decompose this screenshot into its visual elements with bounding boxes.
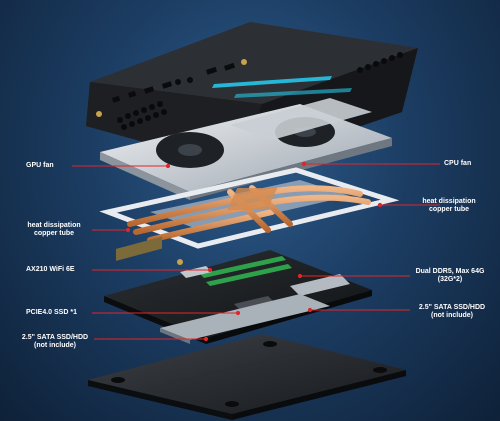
bottom-base: [88, 334, 406, 420]
vent-holes: [117, 52, 403, 130]
label-wifi: AX210 WiFi 6E: [26, 266, 75, 273]
label-sata-right-line2: (not include): [431, 312, 473, 319]
label-heat-right-line2: copper tube: [428, 206, 470, 213]
label-sata-right-line1: 2.5" SATA SSD/HDD: [418, 304, 486, 311]
ram-slots: [200, 256, 292, 286]
label-pcie-ssd: PCIE4.0 SSD *1: [26, 309, 77, 316]
label-heat-left-line1: heat dissipation: [27, 222, 81, 229]
label-sata-left-line1: 2.5" SATA SSD/HDD: [21, 334, 89, 341]
label-cpu-fan: CPU fan: [444, 160, 472, 167]
label-sata-left-line2: (not include): [34, 342, 76, 349]
heatsink-frame: [99, 167, 400, 249]
callout-lines: [72, 161, 440, 342]
label-ddr5: Dual DDR5, Max 64G (32G*2): [404, 268, 496, 284]
label-sata-right: 2.5" SATA SSD/HDD (not include): [408, 304, 496, 320]
label-ddr5-line2: (32G*2): [437, 276, 463, 283]
drive-bracket: [160, 294, 330, 344]
label-heat-dissipation-right: heat dissipation copper tube: [398, 198, 500, 214]
label-sata-left: 2.5" SATA SSD/HDD (not include): [14, 334, 96, 350]
label-ddr5-line1: Dual DDR5, Max 64G: [415, 268, 485, 275]
label-heat-left-line2: copper tube: [33, 230, 75, 237]
label-heat-right-line1: heat dissipation: [422, 198, 476, 205]
label-heat-dissipation-left: heat dissipation copper tube: [14, 222, 94, 238]
label-gpu-fan: GPU fan: [26, 162, 54, 169]
